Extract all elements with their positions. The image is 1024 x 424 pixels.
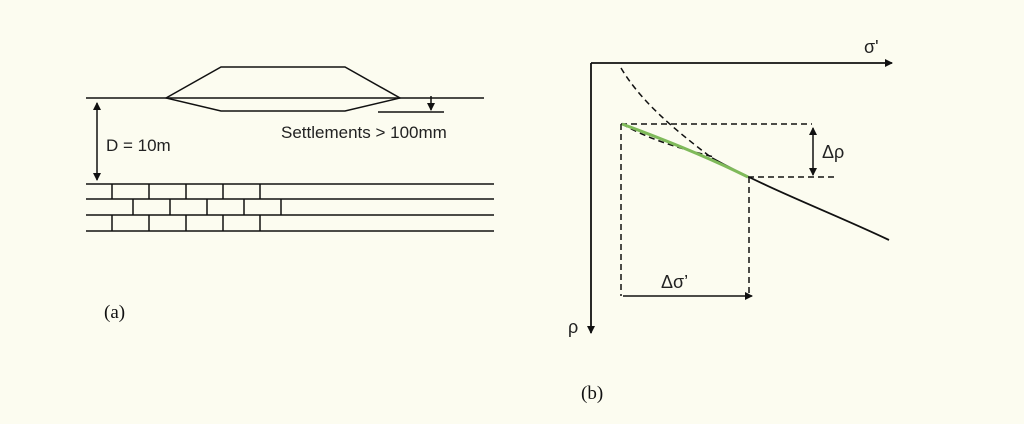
delta-sigma-label: Δσ’: [661, 272, 688, 292]
settlement-label: Settlements > 100mm: [281, 123, 447, 142]
x-axis-label: σ': [864, 37, 879, 57]
panel-a-caption: (a): [104, 302, 125, 323]
panel-b-caption: (b): [581, 383, 603, 404]
panel-b: [587, 59, 893, 334]
compression-curve-dashed: [620, 67, 713, 159]
embankment: [163, 66, 403, 112]
panel-a: [86, 66, 494, 232]
mine-workings: [86, 183, 494, 232]
delta-rho-label: Δρ: [822, 142, 844, 162]
y-axis-label: ρ: [568, 317, 578, 337]
depth-label: D = 10m: [106, 136, 171, 155]
compression-curve-solid: [711, 157, 890, 241]
stress-increment-segment: [621, 122, 749, 179]
